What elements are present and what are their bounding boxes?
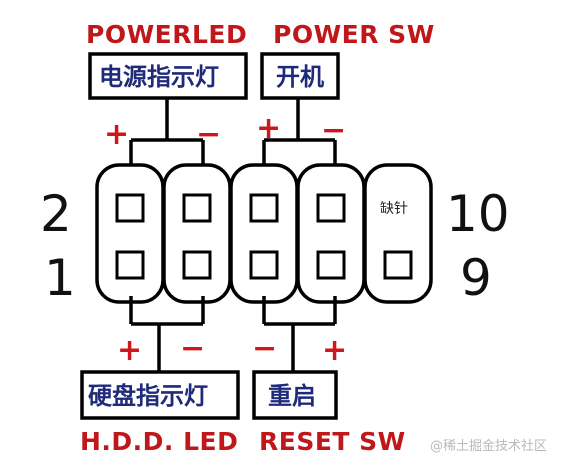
power-sw-title: POWER SW [273, 20, 435, 49]
header-connector [95, 163, 433, 304]
pin-square [316, 250, 346, 280]
power-led-title: POWERLED [86, 20, 247, 49]
pin-square [249, 250, 279, 280]
pin-number-9: 9 [460, 249, 492, 307]
reset-minus-sign: − [252, 331, 277, 366]
hdd-led-box-label: 硬盘指示灯 [88, 382, 208, 410]
hdd-led-plus-sign: + [117, 333, 142, 368]
pin-column-1 [95, 163, 165, 304]
hdd-led-box [80, 370, 240, 420]
pin-number-2: 2 [40, 185, 72, 243]
bottom-wires [129, 296, 337, 372]
power-sw-minus-sign: − [321, 113, 346, 148]
power-led-minus-sign: − [196, 117, 221, 152]
missing-pin-label: 缺针 [380, 201, 408, 217]
pin-square [115, 193, 145, 223]
pin-square [316, 193, 346, 223]
pin-square [383, 250, 413, 280]
watermark: @稀土掘金技术社区 [430, 438, 547, 454]
power-led-plus-sign: + [104, 117, 129, 152]
reset-sw-title: RESET SW [259, 427, 406, 456]
power-led-box-label: 电源指示灯 [99, 63, 219, 91]
pin-number-1: 1 [44, 249, 76, 307]
reset-plus-sign: + [322, 333, 347, 368]
pin-column-2 [162, 163, 232, 304]
pins [115, 193, 413, 280]
hdd-led-minus-sign: − [180, 331, 205, 366]
power-sw-box [260, 52, 340, 100]
pin-square [249, 193, 279, 223]
pin-square [182, 193, 212, 223]
pin-column-4 [296, 163, 366, 304]
power-sw-plus-sign: + [256, 111, 281, 146]
pin-number-10: 10 [446, 185, 510, 243]
power-sw-box-label: 开机 [276, 63, 324, 91]
reset-box-label: 重启 [268, 382, 316, 410]
pin-square [182, 250, 212, 280]
hdd-led-title: H.D.D. LED [80, 427, 238, 456]
reset-box [252, 370, 338, 420]
pin-column-3 [229, 163, 299, 304]
top-wires [129, 98, 337, 172]
pin-square [115, 250, 145, 280]
pin-column-5 [363, 163, 433, 304]
